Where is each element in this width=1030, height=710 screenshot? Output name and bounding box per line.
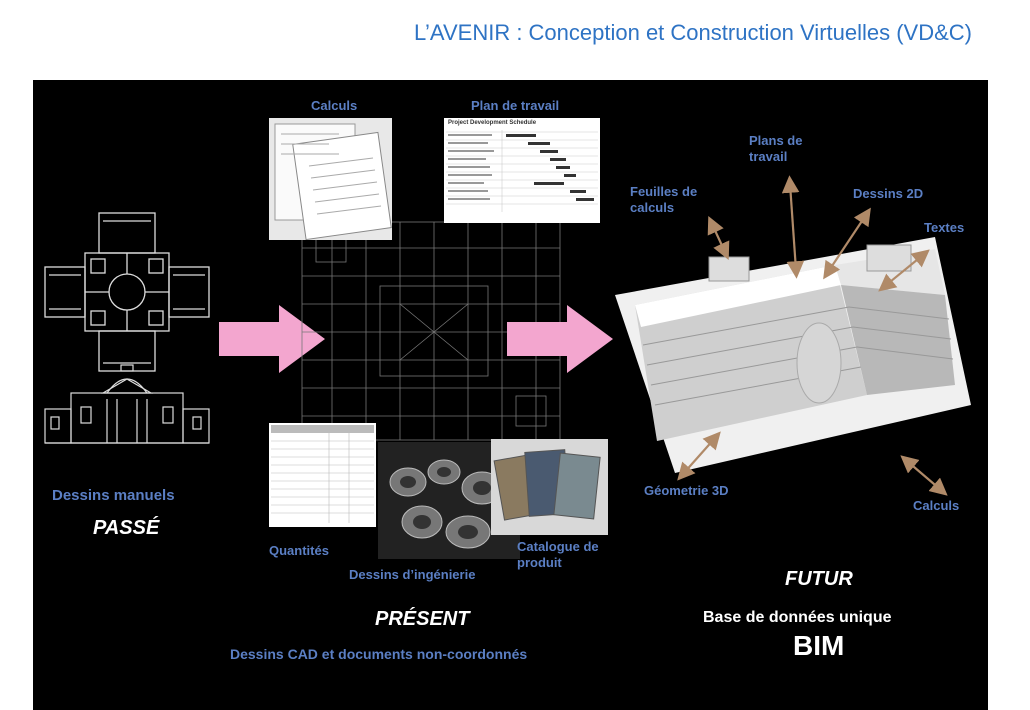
label-catalogue-produit: Catalogue de produit — [517, 539, 599, 570]
cad-floor-plan — [301, 221, 561, 441]
label-feuilles-de-calculs: Feuilles de calculs — [630, 184, 698, 215]
label-calculs-future: Calculs — [913, 498, 960, 513]
present-caption: Dessins CAD et documents non-coordonnés — [230, 646, 528, 662]
bim-connector-arrows — [677, 175, 948, 496]
label-dessins-2d: Dessins 2D — [853, 186, 924, 201]
label-plans-de-travail: Plans de travail — [749, 133, 803, 164]
transition-arrow-past-present — [219, 305, 325, 373]
hand-drawing-plan — [44, 212, 210, 372]
bim-label: BIM — [793, 630, 845, 661]
arrow-textes — [878, 249, 930, 292]
project-schedule-image: Project Development Schedule — [444, 118, 600, 223]
schedule-title: Project Development Schedule — [448, 120, 537, 126]
future-era-label: FUTUR — [785, 568, 853, 590]
hand-drawing-elevation — [44, 364, 210, 444]
quantities-sheet-image — [269, 423, 376, 527]
past-caption: Dessins manuels — [52, 487, 175, 504]
arrow-feuilles — [707, 216, 730, 260]
arrow-dessins2d — [823, 207, 871, 280]
label-plan-de-travail: Plan de travail — [471, 98, 560, 113]
arrow-plans — [781, 175, 805, 279]
bim-building-model — [615, 237, 971, 473]
label-quantites: Quantités — [269, 543, 329, 558]
label-geometrie-3d: Géometrie 3D — [644, 483, 729, 498]
past-era-label: PASSÉ — [93, 517, 160, 539]
calculation-sheets-image — [269, 118, 392, 240]
diagram-panel: Dessins manuels PASSÉ Calculs — [33, 80, 988, 710]
label-textes: Textes — [924, 220, 965, 235]
future-subtitle: Base de données unique — [703, 609, 892, 626]
slide-title: L’AVENIR : Conception et Construction Vi… — [414, 20, 972, 45]
label-dessins-ingenierie: Dessins d’ingénierie — [349, 567, 476, 582]
label-calculs-present: Calculs — [311, 98, 358, 113]
arrow-geometrie — [677, 431, 721, 481]
product-catalogue-image — [491, 439, 608, 535]
present-era-label: PRÉSENT — [375, 608, 470, 630]
arrow-calculs — [900, 455, 948, 496]
transition-arrow-present-future — [507, 305, 613, 373]
